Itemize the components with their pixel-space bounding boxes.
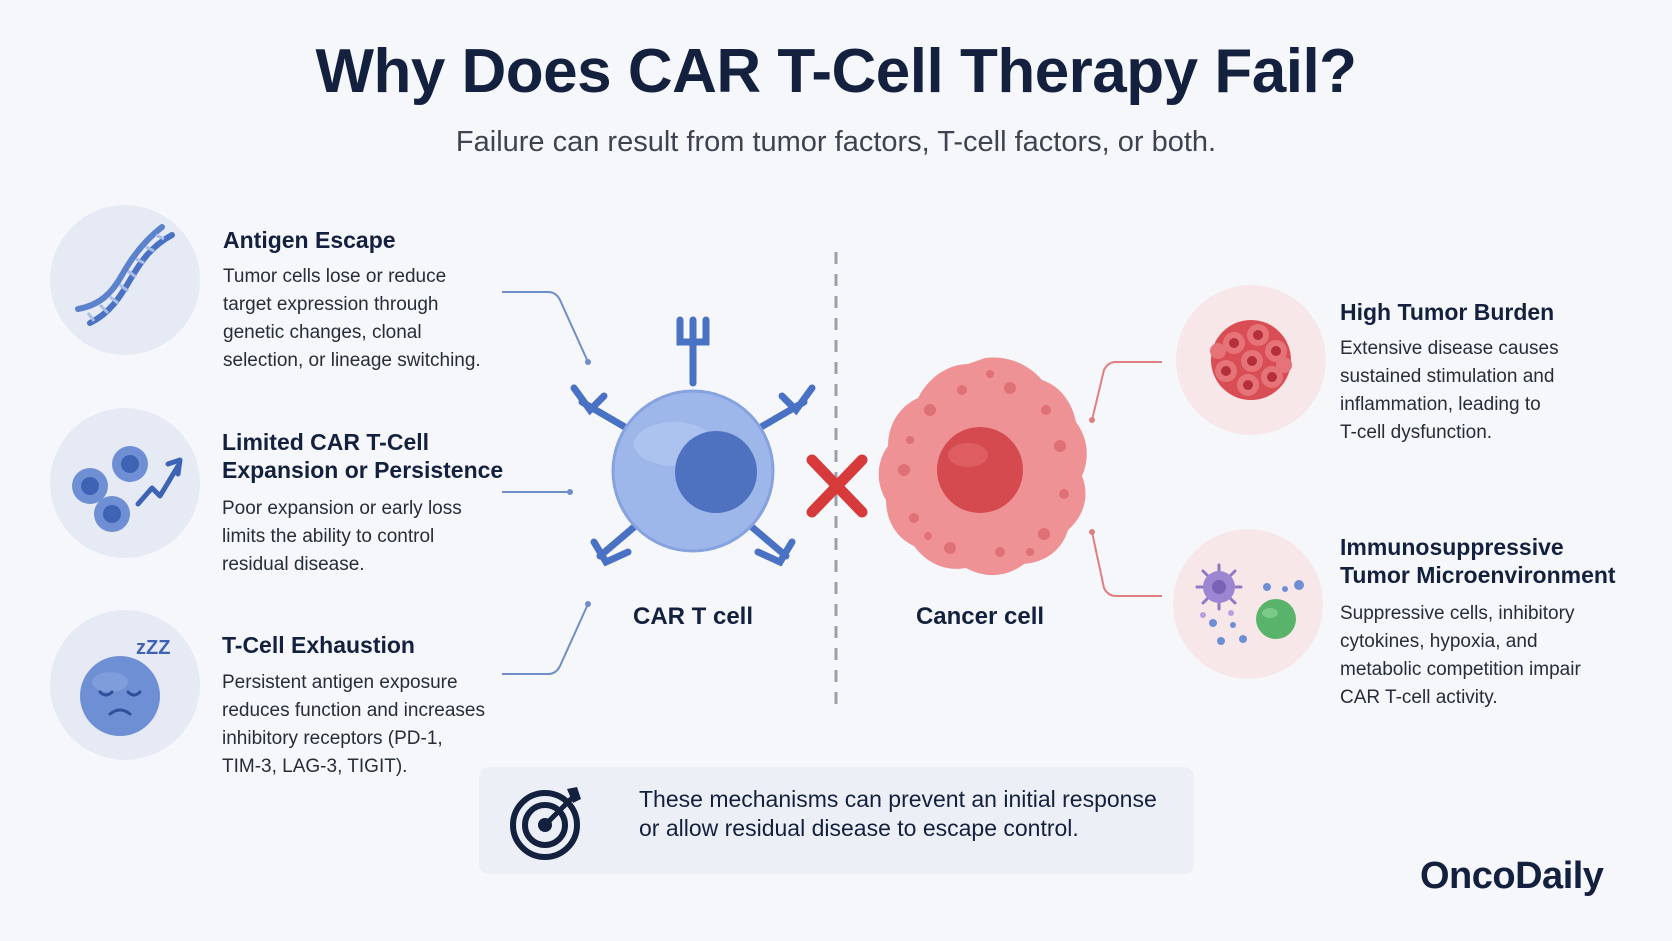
tumor-burden-title: High Tumor Burden [1340,299,1555,325]
svg-text:zZZ: zZZ [136,637,170,659]
connector-antigen-escape [502,291,589,363]
tumor-cluster-icon [1210,320,1292,400]
antigen-escape-desc: Tumor cells lose or reduce target expres… [223,266,481,371]
car-t-cell-label: CAR T cell [632,603,754,630]
car-t-cell [570,316,816,567]
tumor-burden-icon-circle [1176,285,1326,435]
exhaustion-icon-circle: zZZ [50,610,200,760]
exhaustion-title: T-Cell Exhaustion [222,632,415,658]
microenvironment-title: Immunosuppressive Tumor Microenvironment [1340,534,1616,588]
tumor-burden-desc: Extensive disease causes sustained stimu… [1340,338,1559,443]
sleepy-cell-icon: zZZ [80,637,170,736]
summary-note-text: These mechanisms can prevent an initial … [639,786,1157,841]
limited-expansion-icon-circle [50,408,200,558]
cells-growth-icon [72,446,183,532]
page-subtitle: Failure can result from tumor factors, T… [455,126,1217,158]
brand-logo: OncoDaily [1420,855,1604,897]
exhaustion-desc: Persistent antigen exposure reduces func… [222,672,485,777]
cancer-cell-label: Cancer cell [915,603,1045,630]
microenvironment-icon-circle [1173,529,1323,679]
microenvironment-icon [1195,563,1304,645]
summary-note: These mechanisms can prevent an initial … [479,767,1194,874]
limited-expansion-desc: Poor expansion or early loss limits the … [222,498,462,575]
connector-exhaustion [502,603,589,675]
block-cross-icon [806,454,868,518]
connector-microenvironment [1091,531,1162,597]
page-title: Why Does CAR T-Cell Therapy Fail? [315,37,1357,106]
dna-icon [75,224,175,326]
microenvironment-desc: Suppressive cells, inhibitory cytokines,… [1340,603,1581,708]
target-icon [510,787,581,860]
limited-expansion-title: Limited CAR T-Cell Expansion or Persiste… [222,429,504,483]
antigen-escape-icon-circle [50,205,200,355]
antigen-escape-title: Antigen Escape [223,227,396,253]
connector-tumor-burden [1091,361,1162,421]
cancer-cell [878,357,1087,576]
